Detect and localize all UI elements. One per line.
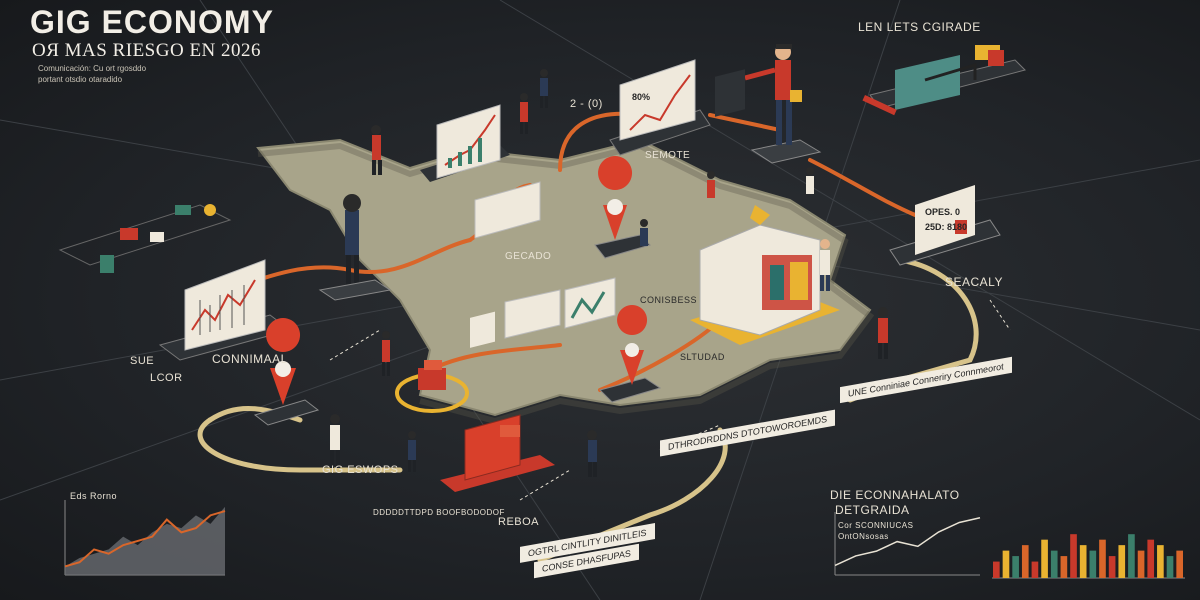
bar — [993, 561, 1000, 578]
card-opes: OPES. 0 — [925, 207, 961, 217]
chart-area-bottom-left — [64, 500, 226, 576]
chart-card-left — [158, 259, 292, 361]
laptop-icon — [440, 311, 555, 492]
chart-bars-bottom-right — [992, 534, 1185, 579]
map-pin-icon — [599, 305, 662, 403]
bar — [1070, 534, 1077, 578]
tag-connimal: CONNIMAAL — [212, 352, 288, 366]
info-card-right — [889, 185, 1001, 266]
bottom-right-title-1: DIE ECONNAHALATO — [830, 488, 960, 502]
tag-reboa: REBOA — [498, 516, 540, 528]
sign-card — [474, 181, 541, 239]
tag-gig: GIG ESWOPS — [322, 464, 399, 476]
bar — [1060, 556, 1068, 578]
bar — [1050, 550, 1058, 578]
line-series — [834, 516, 981, 567]
tag-semote: SEMOTE — [645, 150, 691, 161]
map-pin-icon — [253, 318, 320, 426]
line-series-2 — [64, 510, 226, 568]
intro-text: portant otsdio otaradido — [38, 75, 123, 84]
bar — [1012, 556, 1019, 578]
chart-card-top — [420, 104, 510, 182]
bar — [1031, 561, 1039, 578]
bar — [1089, 550, 1097, 578]
chart-label-bottom-left: Eds Rorno — [70, 491, 118, 501]
banner-low: DDDDDTTDPD BOOFBODODOF — [373, 508, 505, 517]
card-percent: 80% — [632, 92, 651, 102]
intro-text: Comunicación: Cu ort rgosddo — [38, 64, 147, 73]
sign-card — [504, 289, 561, 339]
tools-icons-cluster — [58, 204, 232, 273]
tag-gecado: GECADO — [505, 251, 552, 262]
bar — [1157, 545, 1164, 578]
bar — [1021, 545, 1029, 578]
bottom-right-title-2: DETGRAIDA — [835, 503, 910, 517]
label-top-center: 2 - (0) — [570, 98, 603, 110]
bottom-right-sub2: OntONsosas — [838, 532, 889, 541]
bar — [1041, 539, 1048, 578]
page-subtitle: OЯ MAS RIESGO EN 2026 — [32, 40, 262, 61]
map-pin-icon — [594, 156, 651, 259]
bar — [1108, 556, 1116, 578]
tag-seacaly: SEACALY — [945, 275, 1003, 289]
delivery-truck-icon — [690, 69, 840, 345]
tag-lcor: LCOR — [150, 372, 183, 384]
tag-sue: SUE — [130, 355, 155, 367]
tag-conisbess: CONISBESS — [640, 295, 698, 305]
area-series-1 — [65, 506, 225, 575]
bar — [1002, 550, 1010, 578]
worker-figure-icon — [318, 69, 888, 477]
bar — [1147, 539, 1155, 578]
bar — [1137, 550, 1145, 578]
bottom-right-sub: Cor SCONNIUCAS — [838, 521, 914, 530]
label-top-right: LEN LETS CGIRADE — [858, 20, 981, 34]
bar — [1166, 556, 1174, 578]
dashboard-panel-top-right — [862, 45, 1026, 116]
chart-card-percent — [609, 59, 711, 156]
card-opes2: 25D: 8180 — [925, 222, 968, 232]
sign-card — [564, 277, 616, 329]
page-title: GIG ECONOMY — [30, 4, 274, 40]
map-region — [256, 138, 872, 417]
tag-sltudad: SLTUDAD — [680, 352, 725, 362]
target-icon — [395, 360, 469, 413]
bar — [1099, 539, 1106, 578]
worker-figure-top — [744, 44, 822, 164]
bar — [1079, 545, 1087, 578]
chart-line-bottom-right — [834, 512, 981, 576]
bar — [1176, 550, 1183, 578]
bar — [1118, 545, 1126, 578]
bar — [1128, 534, 1135, 578]
